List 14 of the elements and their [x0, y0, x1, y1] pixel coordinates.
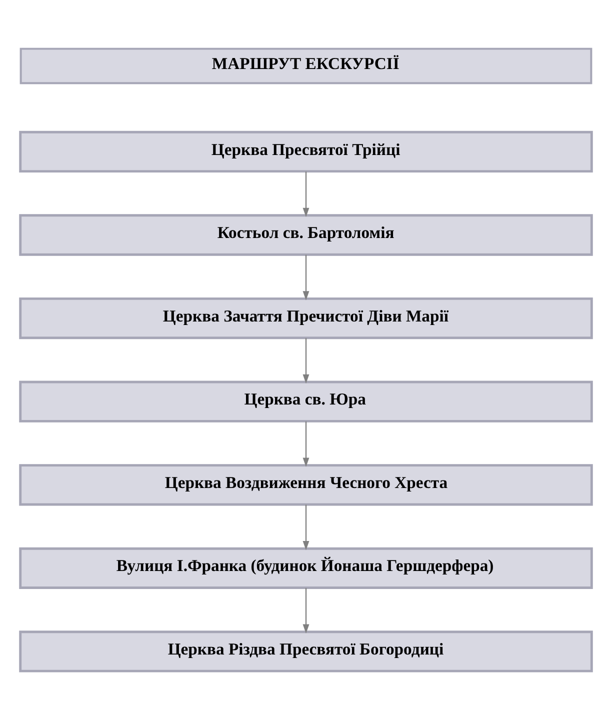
- node-box: Церква Зачаття Пречистої Діви Марії: [19, 296, 593, 339]
- node-box: Костьол св. Бартоломія: [19, 214, 593, 256]
- arrow: [302, 588, 310, 634]
- arrow: [302, 171, 310, 217]
- diagram-title: МАРШРУТ ЕКСКУРСІЇ: [212, 54, 400, 73]
- arrow: [302, 338, 310, 384]
- node-box: Церква Пресвятої Трійці: [19, 130, 593, 172]
- node-box: Церква Різдва Пресвятої Богородиці: [19, 630, 593, 672]
- arrow: [302, 504, 310, 550]
- arrow: [302, 254, 310, 300]
- node-box: Вулиця І.Франка (будинок Йонаша Гершдерфера): [19, 546, 593, 588]
- node-box: Церква св. Юра: [19, 380, 593, 422]
- arrow: [302, 420, 310, 466]
- node-box: Церква Воздвиження Чесного Хреста: [19, 464, 593, 506]
